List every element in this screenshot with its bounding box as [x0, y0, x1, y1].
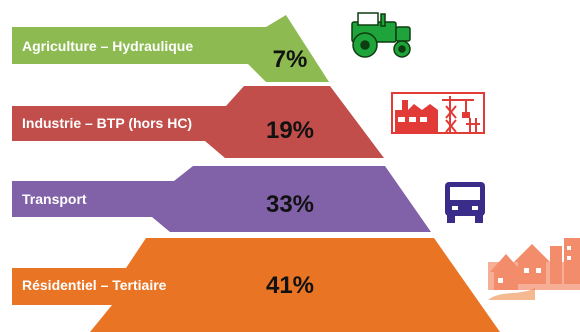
pyramid-segment-residentiel — [12, 238, 500, 332]
percent-agriculture: 7% — [273, 46, 308, 73]
label-residentiel: Résidentiel – Tertiaire — [22, 277, 167, 293]
pyramid-segment-agriculture — [12, 15, 329, 82]
pyramid-segment-transport — [12, 166, 431, 232]
tractor-icon — [351, 12, 411, 58]
layer-industrie: Industrie – BTP (hors HC) 19% — [12, 86, 384, 158]
bus-icon — [445, 182, 485, 223]
layer-residentiel: Résidentiel – Tertiaire 41% — [12, 238, 500, 332]
percent-transport: 33% — [266, 191, 314, 218]
layer-agriculture: Agriculture – Hydraulique 7% — [12, 15, 329, 82]
label-agriculture: Agriculture – Hydraulique — [22, 38, 193, 54]
label-transport: Transport — [22, 191, 87, 207]
factory-icon — [391, 92, 485, 134]
label-industrie: Industrie – BTP (hors HC) — [22, 115, 192, 131]
percent-residentiel: 41% — [266, 272, 314, 299]
layer-transport: Transport 33% — [12, 166, 431, 232]
percent-industrie: 19% — [266, 117, 314, 144]
pyramid-segment-industrie — [12, 86, 384, 158]
houses-icon — [488, 238, 580, 300]
